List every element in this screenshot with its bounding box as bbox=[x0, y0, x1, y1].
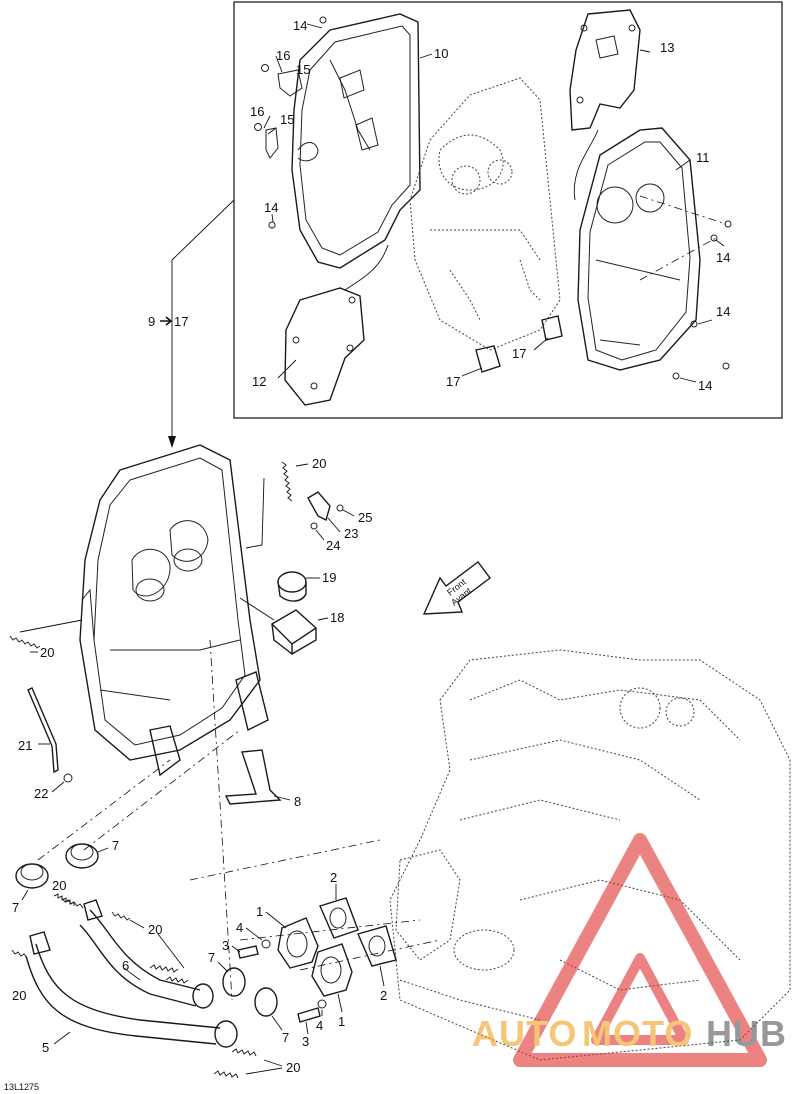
callout-3: 3 bbox=[222, 938, 229, 953]
callout-20: 20 bbox=[12, 988, 26, 1003]
callout-14: 14 bbox=[264, 200, 278, 215]
callout-18: 18 bbox=[330, 610, 344, 625]
fasteners-15-16 bbox=[254, 16, 327, 229]
watermark-text-hub: HUB bbox=[706, 1013, 787, 1054]
gasket-part-12 bbox=[284, 244, 389, 406]
callout-14: 14 bbox=[698, 378, 712, 393]
callout-17: 17 bbox=[512, 346, 526, 361]
bracket-part-8 bbox=[224, 749, 291, 805]
callout-7: 7 bbox=[208, 950, 215, 965]
callout-6: 6 bbox=[122, 958, 129, 973]
rubber-block-part-17 bbox=[475, 315, 563, 373]
flange-part-1 bbox=[265, 911, 353, 1013]
callout-1: 1 bbox=[256, 904, 263, 919]
springs-part-20 bbox=[11, 893, 283, 1079]
muffler-assembly bbox=[79, 444, 269, 777]
watermark-text-moto: MOTO bbox=[582, 1013, 693, 1054]
arrow-icon bbox=[160, 316, 173, 326]
callout-7: 7 bbox=[282, 1030, 289, 1045]
callout-22: 22 bbox=[34, 786, 48, 801]
callout-17: 17 bbox=[174, 314, 188, 329]
callout-10: 10 bbox=[434, 46, 448, 61]
callout-3: 3 bbox=[302, 1034, 309, 1049]
callout-5: 5 bbox=[42, 1040, 49, 1055]
rod-part-21 bbox=[27, 687, 59, 774]
callout-21: 21 bbox=[18, 738, 32, 753]
inset-reference-link bbox=[168, 199, 235, 448]
callout-1: 1 bbox=[338, 1014, 345, 1029]
spring-part-20-left bbox=[9, 619, 83, 653]
callout-4: 4 bbox=[316, 1018, 323, 1033]
gasket-part-2 bbox=[319, 884, 397, 987]
callout-16: 16 bbox=[276, 48, 290, 63]
callout-16: 16 bbox=[250, 104, 264, 119]
callout-14: 14 bbox=[716, 304, 730, 319]
callout-17: 17 bbox=[446, 374, 460, 389]
callout-9: 9 bbox=[148, 314, 155, 329]
callout-2: 2 bbox=[380, 988, 387, 1003]
detail-inset-frame bbox=[233, 1, 783, 419]
callout-15: 15 bbox=[296, 62, 310, 77]
callout-20: 20 bbox=[312, 456, 326, 471]
callout-13: 13 bbox=[660, 40, 674, 55]
callout-23: 23 bbox=[344, 526, 358, 541]
cap-part-19 bbox=[277, 571, 320, 602]
callout-7: 7 bbox=[112, 838, 119, 853]
inset-leader-lines bbox=[263, 23, 727, 383]
callout-4: 4 bbox=[236, 920, 243, 935]
seal-rings-part-7 bbox=[15, 843, 283, 1031]
callout-20: 20 bbox=[286, 1060, 300, 1075]
exhaust-pipe-part-6 bbox=[79, 899, 214, 1009]
muffler-core-ghost bbox=[409, 77, 561, 351]
diagram-id: 13L1275 bbox=[4, 1082, 39, 1092]
callout-7: 7 bbox=[12, 900, 19, 915]
heat-shield-part-13 bbox=[569, 9, 641, 201]
callout-8: 8 bbox=[294, 794, 301, 809]
callout-labels: 14 10 16 15 16 15 14 13 11 14 14 14 12 1… bbox=[4, 18, 730, 1092]
callout-19: 19 bbox=[322, 570, 336, 585]
automotohub-watermark: AUTO MOTO HUB bbox=[472, 833, 787, 1067]
watermark-inner-triangle-icon bbox=[591, 953, 689, 1045]
muffler-shell-part-10 bbox=[291, 13, 421, 269]
callout-12: 12 bbox=[252, 374, 266, 389]
studs-nuts-parts-3-4 bbox=[231, 927, 327, 1035]
callout-20: 20 bbox=[148, 922, 162, 937]
callout-24: 24 bbox=[326, 538, 340, 553]
watermark-text-auto: AUTO bbox=[472, 1013, 577, 1054]
callout-20: 20 bbox=[52, 878, 66, 893]
callout-14: 14 bbox=[293, 18, 307, 33]
callout-11: 11 bbox=[696, 150, 710, 165]
callout-25: 25 bbox=[358, 510, 372, 525]
watermark-triangle-icon bbox=[513, 833, 767, 1067]
callout-20: 20 bbox=[40, 645, 54, 660]
callout-2: 2 bbox=[330, 870, 337, 885]
rubber-block-part-18 bbox=[239, 597, 329, 656]
muffler-shell-part-11 bbox=[577, 127, 701, 371]
bracket-parts-23-25 bbox=[307, 491, 355, 541]
spring-part-20-top bbox=[245, 461, 309, 549]
callout-14: 14 bbox=[716, 250, 730, 265]
callout-15: 15 bbox=[280, 112, 294, 127]
exhaust-pipe-part-5 bbox=[25, 931, 238, 1048]
engine-ghost bbox=[389, 649, 791, 1061]
front-direction-arrow: Front Avant bbox=[422, 561, 491, 615]
bolt-part-22 bbox=[51, 773, 73, 793]
washers-part-14 bbox=[672, 220, 732, 380]
